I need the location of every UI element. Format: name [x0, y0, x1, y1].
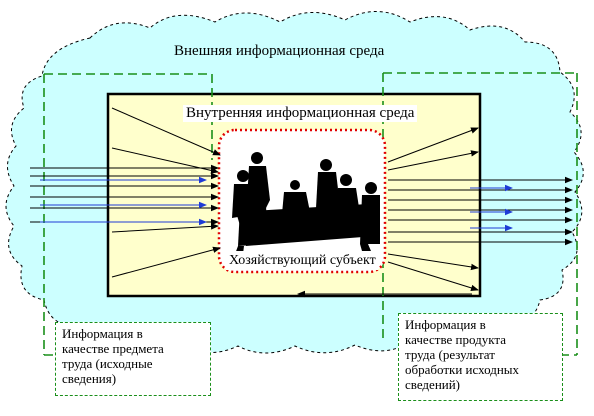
input-arrow: [111, 246, 221, 278]
meeting-people-icon: [232, 152, 380, 262]
input-information-box: Информация в качестве предмета труда (ис…: [55, 322, 211, 396]
information-flow-arrows: [30, 107, 573, 298]
business-entity-label-bg: [226, 251, 378, 270]
output-information-text: Информация в качестве продукта труда (ре…: [405, 317, 520, 392]
output-information-box: Информация в качестве продукта труда (ре…: [398, 313, 563, 401]
output-arrow: [387, 150, 479, 171]
external-environment-label: Внешняя информационная среда: [174, 43, 385, 59]
output-arrow: [387, 253, 479, 271]
input-arrow: [111, 223, 219, 233]
business-entity-label: Хозяйствующий субъект: [229, 253, 376, 268]
internal-environment-label: Внутренняя информационная среда: [183, 105, 418, 122]
output-arrow: [387, 127, 479, 163]
input-arrow: [111, 107, 221, 156]
output-arrow: [387, 261, 479, 291]
input-information-text: Информация в качестве предмета труда (ис…: [62, 326, 164, 386]
